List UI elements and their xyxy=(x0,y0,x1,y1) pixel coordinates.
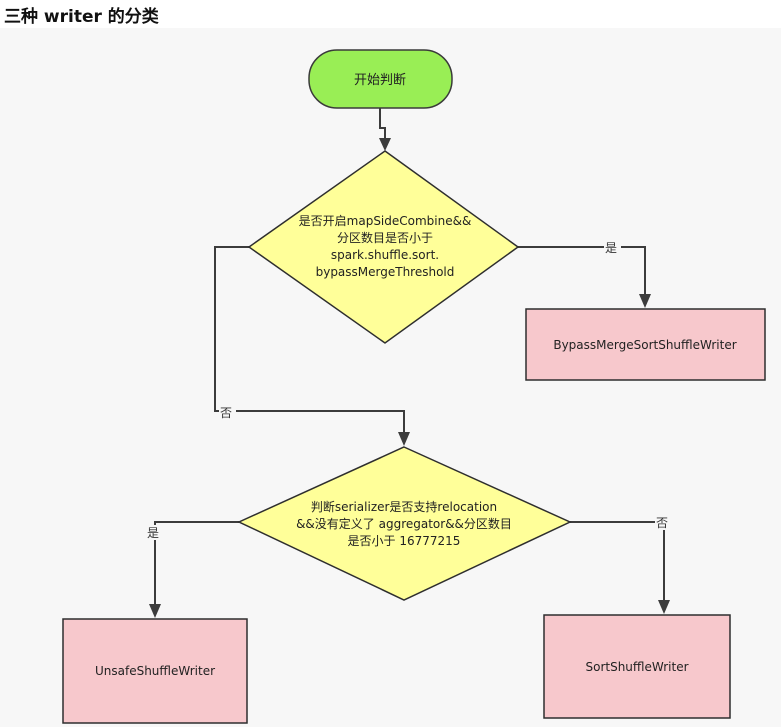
edge-decision1-no xyxy=(214,246,405,434)
bypass-writer-label: BypassMergeSortShuffleWriter xyxy=(553,338,736,352)
label-bg xyxy=(219,405,236,420)
arrowhead xyxy=(658,600,670,614)
edge-start-to-decision1 xyxy=(379,108,386,140)
decision-2-line: 是否小于 16777215 xyxy=(348,534,461,548)
decision-2-shape xyxy=(237,446,572,601)
edge-label-decision2-yes: 是 xyxy=(147,526,159,540)
label-bg xyxy=(604,240,621,255)
edge-label-decision1-no: 否 xyxy=(220,406,232,420)
decision-node-2: 判断serializer是否支持relocation &&没有定义了 aggre… xyxy=(237,446,572,601)
decision-1-line: 分区数目是否小于 xyxy=(337,230,433,245)
bypass-writer-shape xyxy=(525,308,766,381)
edge-label-decision2-no: 否 xyxy=(656,516,668,530)
sort-writer-node: SortShuffleWriter xyxy=(543,614,731,719)
unsafe-writer-shape xyxy=(62,618,248,724)
decision-1-line: spark.shuffle.sort. xyxy=(331,248,439,262)
start-node: 开始判断 xyxy=(308,49,453,109)
decision-1-shape xyxy=(247,150,520,344)
decision-1-line: bypassMergeThreshold xyxy=(316,265,455,279)
decision-2-line: &&没有定义了 aggregator&&分区数目 xyxy=(296,516,512,531)
start-node-shape xyxy=(308,49,453,109)
decision-2-line: 判断serializer是否支持relocation xyxy=(311,499,497,514)
label-bg xyxy=(146,525,163,540)
edges: 是 否 是 否 xyxy=(146,108,672,618)
sort-writer-shape xyxy=(543,614,731,719)
arrowhead xyxy=(398,432,410,446)
flowchart: 是 否 是 否 开始判断 是否开启mapSideCombine&& 分区数目是否… xyxy=(0,28,781,727)
edge-decision2-yes xyxy=(154,521,239,606)
arrowhead xyxy=(149,604,161,618)
unsafe-writer-node: UnsafeShuffleWriter xyxy=(62,618,248,724)
arrowhead xyxy=(639,294,651,308)
sort-writer-label: SortShuffleWriter xyxy=(585,660,688,674)
bypass-writer-node: BypassMergeSortShuffleWriter xyxy=(525,308,766,381)
edge-decision1-yes xyxy=(518,246,646,296)
arrowhead xyxy=(379,138,391,151)
page-title: 三种 writer 的分类 xyxy=(4,7,159,27)
start-node-label: 开始判断 xyxy=(354,73,406,88)
label-bg xyxy=(655,515,672,530)
decision-1-line: 是否开启mapSideCombine&& xyxy=(299,214,472,228)
unsafe-writer-label: UnsafeShuffleWriter xyxy=(95,664,215,678)
edge-label-decision1-yes: 是 xyxy=(605,241,617,255)
decision-node-1: 是否开启mapSideCombine&& 分区数目是否小于 spark.shuf… xyxy=(247,150,520,344)
